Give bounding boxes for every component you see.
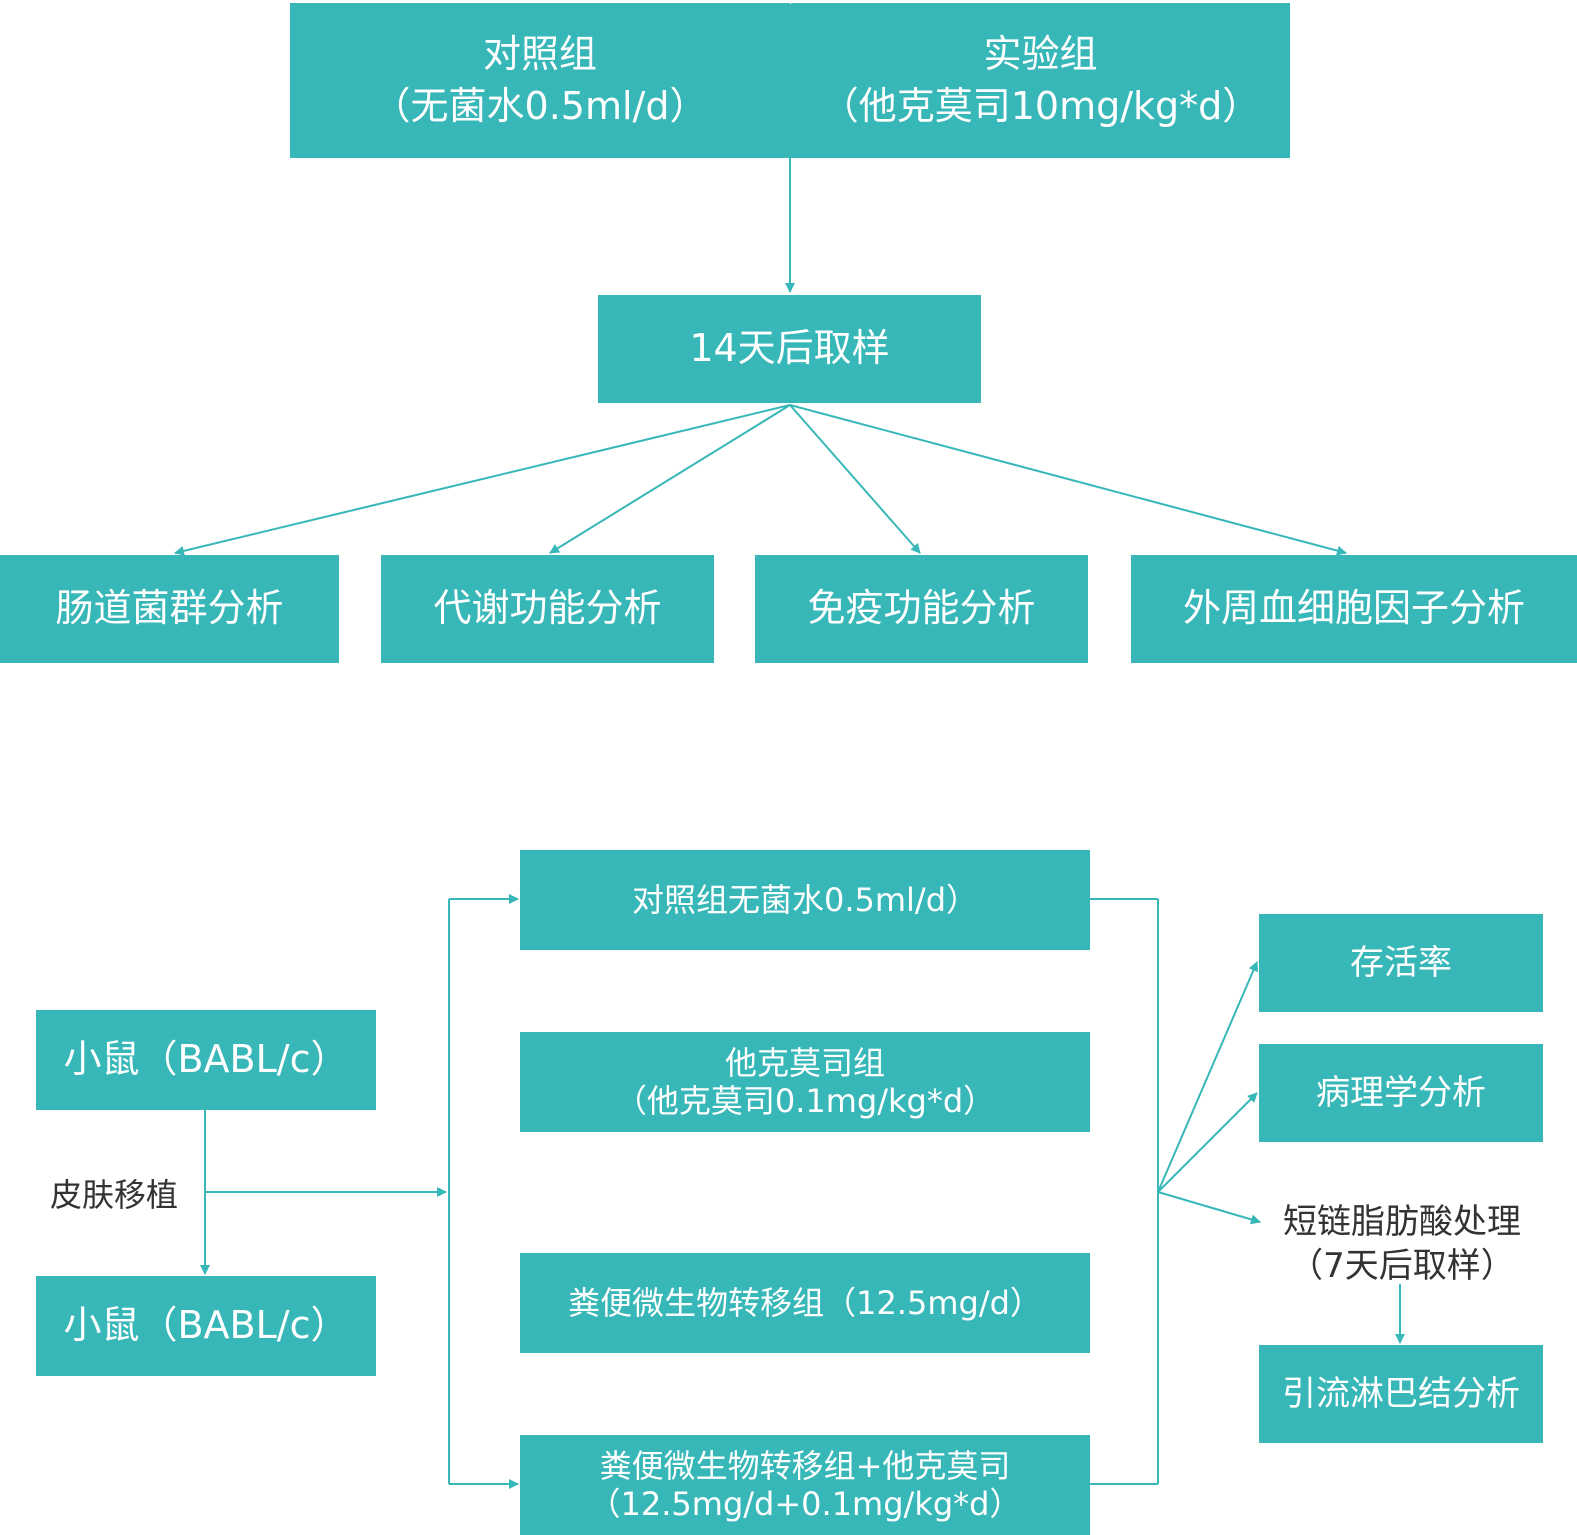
metabolic-analysis-label: 代谢功能分析 [433, 586, 662, 631]
group-fmt-box: 粪便微生物转移组（12.5mg/d） [520, 1253, 1090, 1353]
recipient-mouse-box: 小鼠（BABL/c） [36, 1276, 376, 1376]
group-fmt-tacrolimus-detail: （12.5mg/d+0.1mg/kg*d） [588, 1485, 1022, 1523]
survival-box: 存活率 [1259, 914, 1543, 1012]
lymph-node-analysis-box: 引流淋巴结分析 [1259, 1345, 1543, 1443]
control-group-title: 对照组 [482, 31, 597, 76]
experiment-group-box: 实验组 （他克莫司10mg/kg*d） [791, 3, 1290, 158]
group-tacrolimus-box: 他克莫司组 （他克莫司0.1mg/kg*d） [520, 1032, 1090, 1132]
group-fmt-tacrolimus-box: 粪便微生物转移组+他克莫司 （12.5mg/d+0.1mg/kg*d） [520, 1435, 1090, 1535]
group-tacrolimus-detail: （他克莫司0.1mg/kg*d） [614, 1082, 996, 1120]
metabolic-analysis-box: 代谢功能分析 [381, 555, 714, 663]
arrow-to-pathology [1157, 1092, 1258, 1193]
sampling-box: 14天后取样 [598, 295, 981, 403]
immune-analysis-label: 免疫功能分析 [807, 586, 1036, 631]
experiment-group-detail: （他克莫司10mg/kg*d） [820, 83, 1261, 128]
sampling-label: 14天后取样 [689, 326, 890, 371]
pathology-label: 病理学分析 [1316, 1072, 1486, 1113]
arrow-to-metabolic [549, 404, 791, 554]
scfa-treatment-title: 短链脂肪酸处理 [1283, 1202, 1521, 1242]
arrow-to-scfa [1157, 1191, 1261, 1225]
survival-label: 存活率 [1350, 942, 1452, 983]
arrow-to-immune [789, 404, 921, 554]
donor-mouse-label: 小鼠（BABL/c） [63, 1037, 349, 1082]
gut-flora-analysis-label: 肠道菌群分析 [55, 586, 284, 631]
group-control-label: 对照组无菌水0.5ml/d） [631, 880, 979, 919]
recipient-mouse-label: 小鼠（BABL/c） [63, 1303, 349, 1348]
group-fmt-tacrolimus-title: 粪便微生物转移组+他克莫司 [599, 1446, 1011, 1485]
control-group-box: 对照组 （无菌水0.5ml/d） [290, 3, 790, 158]
control-group-detail: （无菌水0.5ml/d） [372, 83, 708, 128]
arrow-to-survival [1157, 961, 1259, 1193]
cytokine-analysis-box: 外周血细胞因子分析 [1131, 555, 1577, 663]
gut-flora-analysis-box: 肠道菌群分析 [0, 555, 339, 663]
lymph-node-analysis-label: 引流淋巴结分析 [1282, 1373, 1520, 1414]
pathology-box: 病理学分析 [1259, 1044, 1543, 1142]
group-fmt-label: 粪便微生物转移组（12.5mg/d） [568, 1283, 1042, 1322]
cytokine-analysis-label: 外周血细胞因子分析 [1182, 586, 1525, 631]
skin-graft-label: 皮肤移植 [50, 1176, 179, 1214]
donor-mouse-box: 小鼠（BABL/c） [36, 1010, 376, 1110]
scfa-treatment-detail: （7天后取样） [1289, 1246, 1515, 1287]
scfa-treatment-label: 短链脂肪酸处理 （7天后取样） [1262, 1200, 1542, 1288]
arrow-to-gut-flora [174, 404, 791, 556]
immune-analysis-box: 免疫功能分析 [755, 555, 1088, 663]
experiment-group-title: 实验组 [983, 31, 1098, 76]
arrow-to-cytokine [789, 404, 1347, 556]
group-control-box: 对照组无菌水0.5ml/d） [520, 850, 1090, 950]
group-tacrolimus-title: 他克莫司组 [724, 1043, 885, 1082]
